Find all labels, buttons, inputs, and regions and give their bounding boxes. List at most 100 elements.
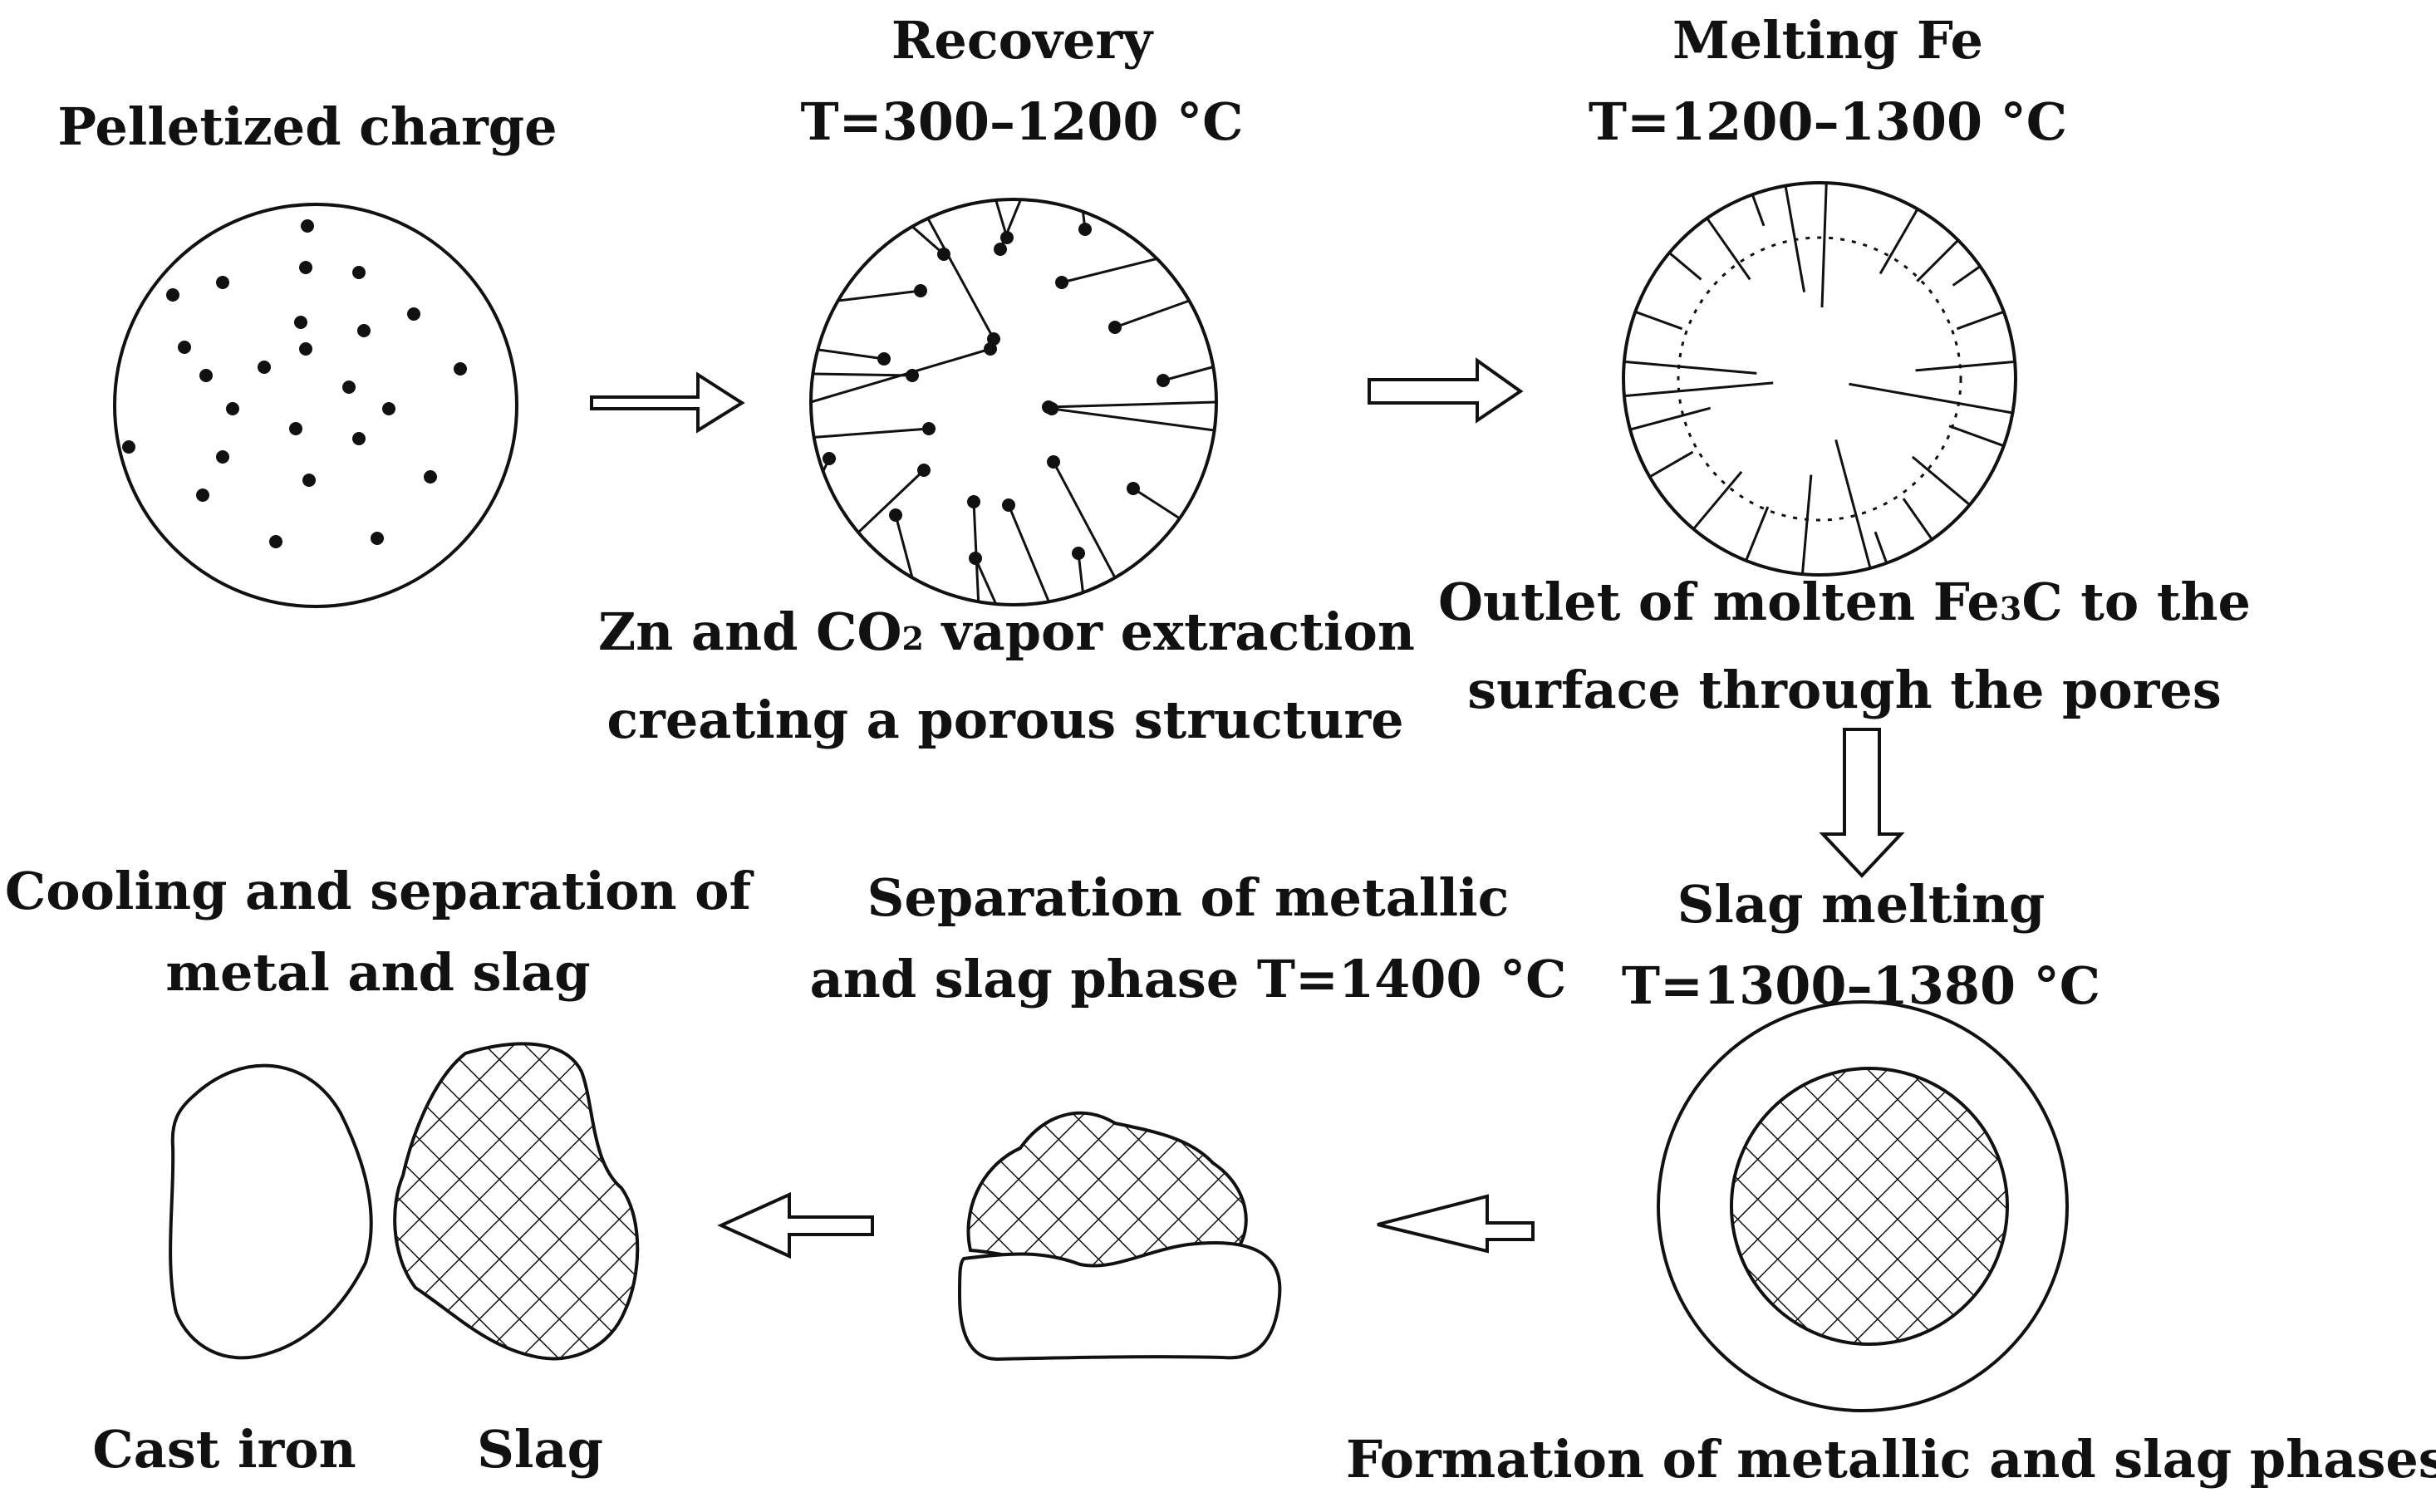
crack-line — [1948, 425, 2005, 448]
pore-line — [999, 199, 1022, 250]
recovery-caption: Zn and CO2 vapor extraction creating a p… — [598, 601, 1415, 750]
slag-outer-ring — [1657, 1000, 2069, 1412]
crack-line — [1915, 360, 2016, 372]
pore-dot — [877, 352, 891, 366]
pore-dot — [967, 495, 980, 508]
pore-dot — [1127, 482, 1140, 495]
crack-line — [1706, 217, 1751, 281]
pore-dot — [914, 284, 927, 297]
melting-temperature: T=1200–1300 °C — [1588, 91, 2068, 152]
pore-dot — [1002, 498, 1015, 512]
melting-lines — [1623, 183, 2016, 575]
crack-line — [1879, 208, 1919, 275]
cast-iron-label: Cast iron — [92, 1419, 356, 1480]
pore-line — [857, 469, 926, 533]
pellet-dot — [382, 402, 395, 415]
pellet-dot — [216, 276, 229, 289]
slag-label: Slag — [477, 1419, 603, 1480]
pore-dot — [1157, 374, 1170, 387]
pore-line — [1132, 487, 1181, 520]
pore-dot — [1047, 455, 1060, 469]
pore-line — [1048, 400, 1217, 409]
crack-line — [1911, 455, 1971, 506]
slag-melting-title: Slag melting T=1300–1380 °C — [1570, 864, 2152, 1027]
pore-dot — [1055, 276, 1068, 289]
crack-line — [1849, 382, 2013, 415]
separation-title: Separation of metallic and slag phase T=… — [809, 867, 1567, 1009]
separation-group — [957, 1111, 1282, 1362]
cooling-title: Cooling and separation of metal and slag — [4, 861, 752, 1003]
crack-line — [1874, 531, 1888, 564]
arrow-down — [1819, 728, 1905, 878]
crack-line — [1902, 498, 1933, 541]
pellet-dot — [269, 535, 282, 548]
crack-line — [1784, 185, 1806, 292]
arrow-left-1 — [1377, 1194, 1535, 1254]
pellet-dot — [196, 488, 209, 502]
pore-line — [1114, 299, 1190, 329]
crack-line — [1648, 450, 1694, 479]
pore-line — [926, 218, 995, 340]
pellet-dot — [122, 440, 135, 454]
pore-line — [1051, 407, 1215, 432]
pellet-dot — [352, 266, 366, 279]
pellet-dot — [299, 342, 312, 356]
pellet-circle — [113, 203, 518, 608]
pellet-circle-group — [113, 203, 518, 608]
crack-line — [1952, 265, 1982, 287]
pellet-dot — [294, 316, 307, 329]
cast-iron-blob — [169, 1063, 373, 1360]
slag-melting-group — [1657, 1000, 2069, 1412]
pore-line — [894, 514, 914, 578]
pore-dot — [889, 508, 902, 522]
pore-line — [911, 225, 945, 256]
crack-line — [1668, 252, 1702, 281]
pellet-dot — [371, 532, 384, 545]
recovery-circle-group — [809, 198, 1218, 606]
crack-line — [1834, 439, 1872, 569]
pore-line — [1061, 258, 1157, 284]
crack-line — [1629, 406, 1712, 431]
crack-line — [1623, 360, 1757, 375]
crack-line — [1916, 239, 1959, 282]
pellet-dot — [454, 362, 467, 376]
pelletized-title: Pelletized charge — [57, 96, 557, 157]
pore-line — [818, 348, 885, 361]
slag-melting-temperature: T=1300–1380 °C — [1621, 955, 2101, 1016]
pellet-dot — [199, 369, 213, 382]
arrow-right-2 — [1368, 357, 1524, 424]
pellet-dot — [216, 450, 229, 464]
crack-line — [1623, 381, 1774, 398]
pellet-dots — [122, 219, 467, 548]
pore-dot — [1078, 223, 1092, 236]
pore-line — [837, 289, 921, 302]
pellet-dot — [352, 432, 366, 445]
pellet-dot — [226, 402, 239, 415]
crack-line — [1751, 194, 1766, 227]
slag-melting-caption: Formation of metallic and slag phases — [1346, 1429, 2436, 1490]
pore-dot — [1045, 402, 1058, 415]
recovery-pores — [810, 199, 1217, 605]
melting-caption: Outlet of molten Fe3C to the surface thr… — [1437, 572, 2251, 720]
pellet-dot — [299, 261, 312, 274]
cooled-slag-blob — [393, 1042, 640, 1361]
crack-line — [1956, 310, 2005, 331]
pore-dot — [823, 452, 836, 465]
pellet-dot — [407, 307, 420, 321]
pore-dot — [987, 332, 1000, 346]
pellet-dot — [302, 474, 316, 487]
pellet-dot — [258, 361, 271, 374]
pore-dot — [994, 243, 1007, 256]
melting-circle — [1622, 181, 2017, 577]
pore-line — [813, 372, 913, 377]
pore-line — [1162, 366, 1214, 382]
pore-dot — [922, 422, 936, 435]
separation-metal-blob — [957, 1241, 1282, 1362]
pore-dot — [917, 464, 931, 477]
crack-line — [1745, 506, 1770, 562]
melting-circle-group — [1622, 181, 2017, 577]
melting-inner-dotted — [1677, 236, 1962, 522]
pore-dot — [1108, 321, 1122, 334]
pellet-dot — [289, 422, 302, 435]
